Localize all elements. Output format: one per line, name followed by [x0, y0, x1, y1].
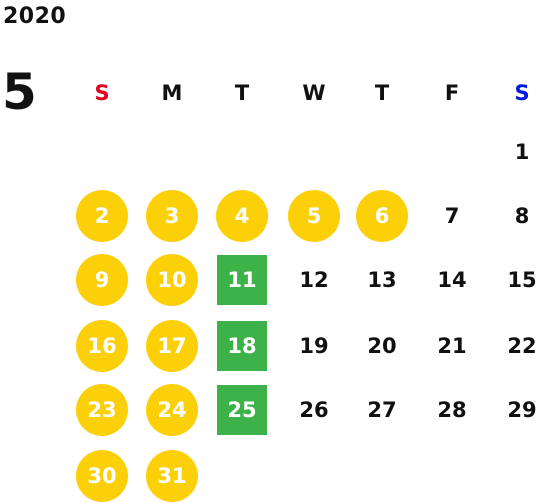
day-cell-holiday[interactable]: 2 [76, 190, 128, 242]
day-cell[interactable]: 27 [367, 398, 397, 422]
day-cell-holiday[interactable]: 9 [76, 254, 128, 306]
month-number: 5 [2, 63, 37, 121]
day-cell-holiday[interactable]: 3 [146, 190, 198, 242]
weekday-header: M [161, 81, 183, 105]
day-cell-holiday[interactable]: 5 [288, 190, 340, 242]
day-cell-holiday[interactable]: 30 [76, 450, 128, 502]
day-cell[interactable]: 15 [507, 268, 537, 292]
day-cell[interactable]: 7 [444, 204, 460, 228]
day-cell-holiday[interactable]: 31 [146, 450, 198, 502]
day-cell-holiday[interactable]: 24 [146, 384, 198, 436]
day-cell[interactable]: 29 [507, 398, 537, 422]
weekday-header: W [302, 81, 326, 105]
day-cell[interactable]: 8 [514, 204, 530, 228]
day-cell[interactable]: 14 [437, 268, 467, 292]
day-cell[interactable]: 1 [514, 140, 530, 164]
day-cell[interactable]: 12 [299, 268, 329, 292]
day-cell-holiday[interactable]: 10 [146, 254, 198, 306]
day-cell-holiday[interactable]: 6 [356, 190, 408, 242]
day-cell-marked[interactable]: 25 [217, 385, 267, 435]
weekday-header: S [94, 81, 110, 105]
day-cell[interactable]: 22 [507, 334, 537, 358]
day-cell[interactable]: 21 [437, 334, 467, 358]
day-cell[interactable]: 26 [299, 398, 329, 422]
day-cell-marked[interactable]: 18 [217, 321, 267, 371]
day-cell-marked[interactable]: 11 [217, 255, 267, 305]
day-cell[interactable]: 20 [367, 334, 397, 358]
day-cell[interactable]: 13 [367, 268, 397, 292]
weekday-header: T [374, 81, 390, 105]
year-label: 2020 [3, 4, 67, 29]
day-cell[interactable]: 28 [437, 398, 467, 422]
day-cell-holiday[interactable]: 16 [76, 320, 128, 372]
day-cell-holiday[interactable]: 4 [216, 190, 268, 242]
day-cell-holiday[interactable]: 17 [146, 320, 198, 372]
day-cell-holiday[interactable]: 23 [76, 384, 128, 436]
weekday-header: S [514, 81, 530, 105]
weekday-header: T [234, 81, 250, 105]
day-cell[interactable]: 19 [299, 334, 329, 358]
weekday-header: F [444, 81, 460, 105]
